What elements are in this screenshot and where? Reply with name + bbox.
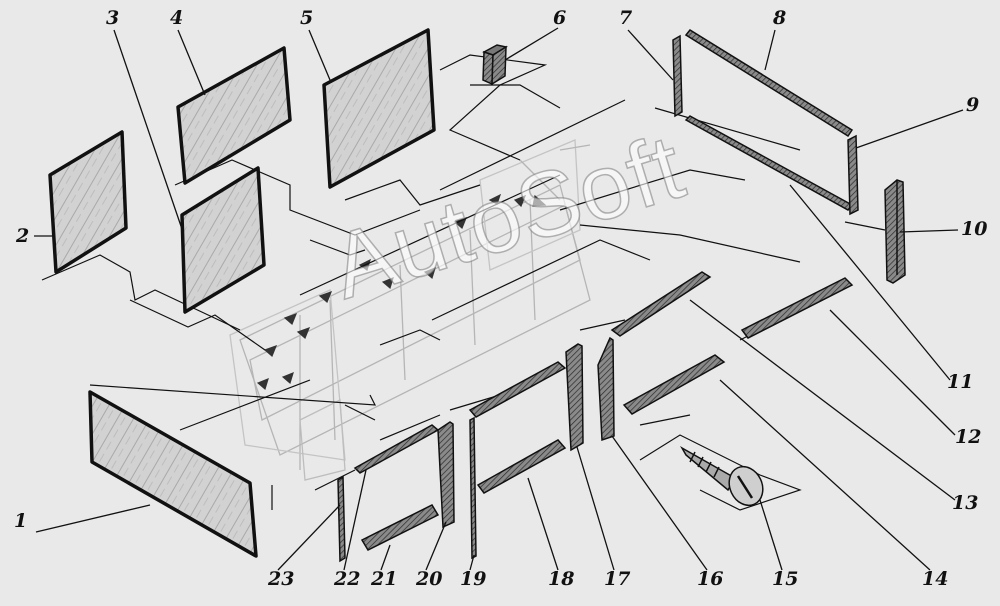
part-6-block <box>482 44 508 86</box>
glass-pane-4 <box>176 46 292 185</box>
glass-pane-5 <box>322 28 436 189</box>
callout-1: 1 <box>14 510 28 532</box>
glass-pane-3 <box>180 166 266 314</box>
callout-8: 8 <box>773 7 787 29</box>
leader-lines <box>41 54 886 511</box>
callout-11: 11 <box>947 371 974 393</box>
rear-window-frame <box>672 29 859 216</box>
glass-pane-1 <box>88 390 258 558</box>
callout-20: 20 <box>416 568 443 590</box>
mount-arrows <box>256 193 547 391</box>
callout-3: 3 <box>106 7 120 29</box>
callout-22: 22 <box>334 568 361 590</box>
callout-12: 12 <box>955 426 982 448</box>
callout-16: 16 <box>697 568 724 590</box>
callout-18: 18 <box>548 568 575 590</box>
callout-19: 19 <box>460 568 487 590</box>
callout-13: 13 <box>952 492 979 514</box>
callout-4: 4 <box>170 7 184 29</box>
callout-2: 2 <box>16 225 30 247</box>
callout-17: 17 <box>604 568 631 590</box>
glass-pane-2 <box>48 130 128 274</box>
callout-5: 5 <box>300 7 314 29</box>
vertical-strips <box>337 336 615 563</box>
part-10-strip <box>884 179 906 284</box>
callout-7: 7 <box>619 7 633 29</box>
callout-21: 21 <box>371 568 398 590</box>
cab-frame-ghost <box>229 139 591 481</box>
callout-23: 23 <box>268 568 295 590</box>
callout-6: 6 <box>553 7 567 29</box>
callout-15: 15 <box>772 568 799 590</box>
callout-14: 14 <box>922 568 949 590</box>
callout-9: 9 <box>966 94 980 116</box>
callout-10: 10 <box>961 218 988 240</box>
